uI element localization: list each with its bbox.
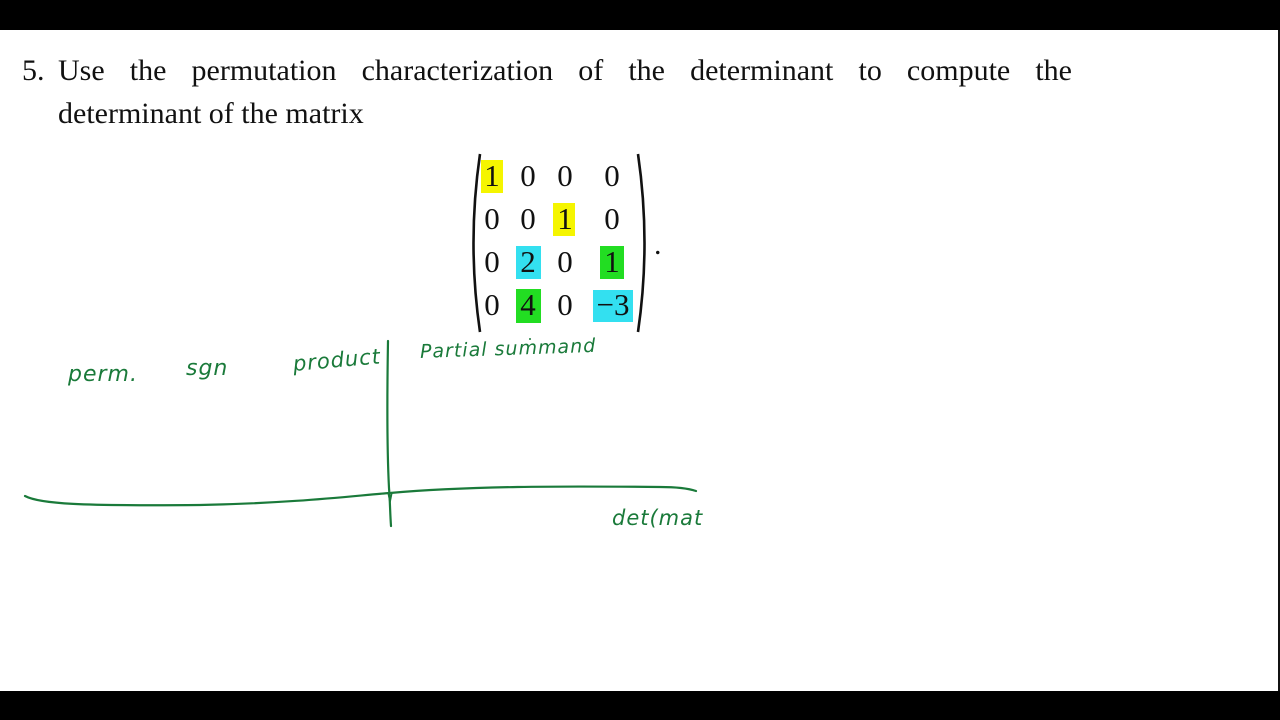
matrix-cell: 1 xyxy=(604,244,620,279)
highlight-yellow xyxy=(481,160,503,193)
problem-number: 5. xyxy=(22,54,45,87)
matrix-cell: 0 xyxy=(557,244,573,279)
highlight-cyan xyxy=(593,290,633,322)
highlight-yellow xyxy=(553,203,575,236)
tick-mark xyxy=(387,491,393,503)
column-header-perm: perm. xyxy=(68,362,138,387)
matrix-cell: −3 xyxy=(596,287,630,322)
highlight-cyan xyxy=(516,246,541,279)
matrix-cell: 1 xyxy=(484,158,500,193)
matrix-cell: 0 xyxy=(604,158,620,193)
matrix-cell: 4 xyxy=(520,287,536,322)
matrix-cell: 0 xyxy=(520,201,536,236)
column-header-product: product xyxy=(291,344,382,376)
page-edge xyxy=(1278,30,1280,691)
matrix-cell: 0 xyxy=(557,158,573,193)
matrix-cell: 2 xyxy=(520,244,536,279)
matrix-cell: 1 xyxy=(557,201,573,236)
matrix-cell: 0 xyxy=(604,201,620,236)
column-header-partial-summand: Partial summand xyxy=(419,334,597,363)
vertical-divider-line xyxy=(386,339,393,528)
right-parenthesis xyxy=(636,153,646,333)
left-parenthesis xyxy=(472,153,482,333)
letterbox-top xyxy=(0,0,1280,30)
matrix-cell: 0 xyxy=(484,287,500,322)
horizontal-divider-line xyxy=(23,485,698,507)
problem-text-line-1: Use the permutation characterization of … xyxy=(58,54,1072,87)
letterbox-bottom xyxy=(0,691,1280,720)
problem-text-line-2: determinant of the matrix xyxy=(58,97,364,130)
highlight-green xyxy=(600,246,624,279)
column-header-sgn: sgn xyxy=(186,356,229,381)
highlight-green xyxy=(516,289,541,323)
matrix-cell: 0 xyxy=(484,201,500,236)
determinant-label: det(mat xyxy=(612,506,704,530)
matrix-period: . xyxy=(654,228,662,261)
matrix-cell: 0 xyxy=(520,158,536,193)
matrix-cell: 0 xyxy=(484,244,500,279)
matrix: 1 0 0 0 0 0 1 0 0 2 0 1 0 4 0 −3 xyxy=(466,152,666,334)
matrix-cell: 0 xyxy=(557,287,573,322)
